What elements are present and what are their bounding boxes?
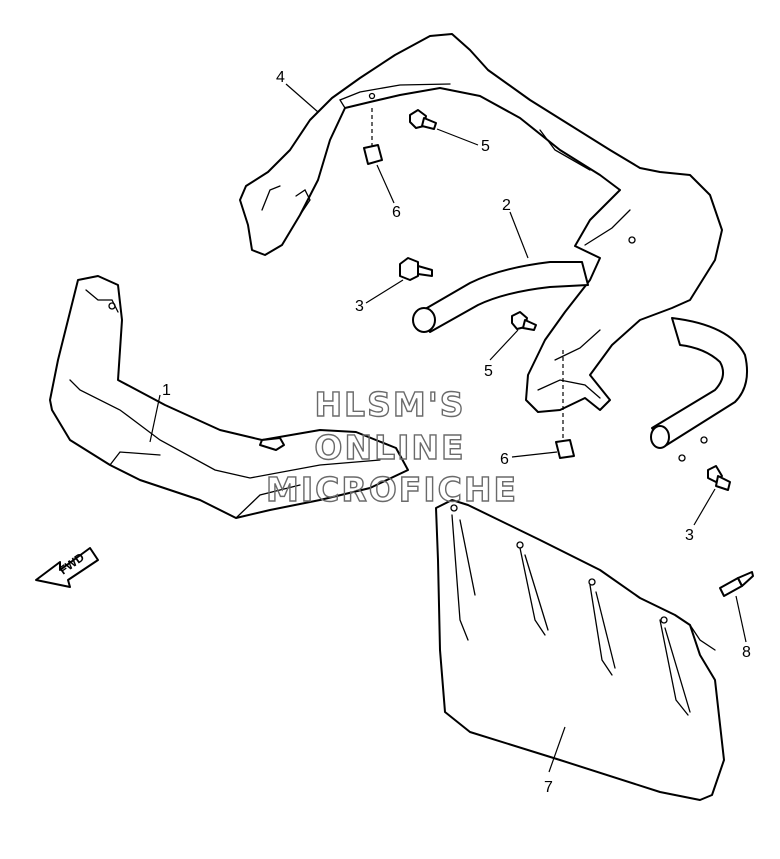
part-4-upper-frame bbox=[239, 33, 723, 413]
part-3-bolt-upper bbox=[399, 257, 433, 281]
part-8-rivet bbox=[719, 571, 754, 597]
part-7-skid-plate bbox=[435, 499, 725, 801]
callout-8: 8 bbox=[742, 644, 751, 661]
callout-5-lower: 5 bbox=[484, 363, 493, 380]
fwd-direction-arrow: FWD bbox=[35, 547, 99, 588]
part-5-screw-lower bbox=[511, 311, 537, 331]
callout-5-upper: 5 bbox=[481, 138, 490, 155]
callout-2: 2 bbox=[502, 197, 511, 214]
callout-7: 7 bbox=[544, 779, 553, 796]
part-6-clip-upper bbox=[363, 108, 383, 165]
callout-6-upper: 6 bbox=[392, 204, 401, 221]
callout-6-lower: 6 bbox=[500, 451, 509, 468]
watermark-line-3: MICROFICHE bbox=[266, 470, 518, 509]
callout-3-lower: 3 bbox=[685, 527, 694, 544]
callout-3-upper: 3 bbox=[355, 298, 364, 315]
part-3-bolt-lower bbox=[707, 465, 731, 491]
part-1-front-bumper bbox=[49, 275, 409, 519]
watermark: HLSM'S ONLINE MICROFICHE bbox=[265, 384, 518, 509]
callout-numbers: 4 5 6 2 3 5 1 6 3 8 7 bbox=[162, 69, 751, 796]
part-6-clip-lower bbox=[555, 350, 575, 459]
part-2-tube-bar bbox=[412, 261, 748, 462]
leader-lines bbox=[149, 83, 747, 773]
part-5-screw-upper bbox=[409, 109, 437, 130]
watermark-line-1: HLSM'S bbox=[314, 385, 465, 424]
callout-4: 4 bbox=[276, 69, 285, 86]
watermark-line-2: ONLINE bbox=[314, 428, 465, 467]
callout-1: 1 bbox=[162, 382, 171, 399]
